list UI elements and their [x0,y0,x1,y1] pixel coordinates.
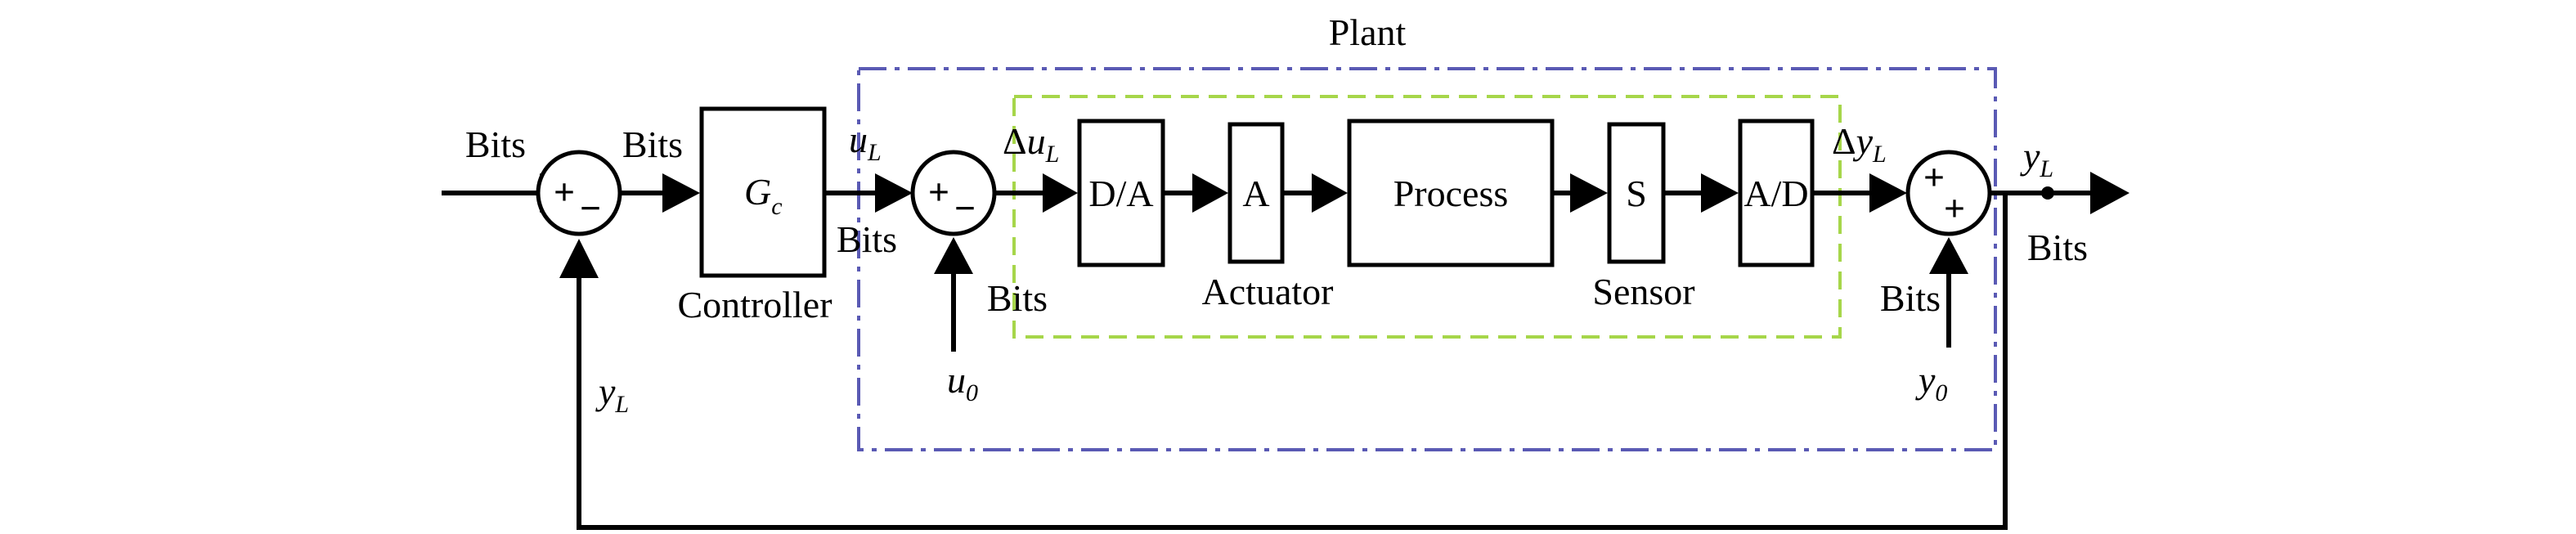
sum1-sign-plus: + [554,171,575,213]
actuator-caption: Actuator [1202,271,1334,312]
actuator-box-label: A [1242,173,1269,214]
arrowhead-to-sensor [1570,173,1608,213]
controller-symbol: Gc [744,171,783,220]
feedback-path [559,193,2008,530]
adc-label: A/D [1744,173,1808,214]
signal-yL-feedback: yL [595,370,629,418]
output-junction [2041,186,2054,200]
signal-u0: u0 [947,359,978,406]
sum2-sign-plus: + [928,171,949,213]
u0-arrowhead [934,237,973,274]
signal-uL: uL [849,119,882,166]
sum1-sign-minus: − [580,187,601,229]
arrowhead-to-controller [662,173,700,213]
bits-label-after-sum1: Bits [622,123,683,165]
forward-path [442,172,2129,214]
dac-block: D/A [1077,119,1165,267]
sum3-sign-left: + [1923,156,1945,198]
process-label: Process [1393,173,1509,214]
signal-delta-yL: ΔyL [1832,120,1887,168]
bits-label-input: Bits [465,123,526,165]
controller-caption: Controller [677,284,832,325]
inner-boundary [1012,95,1842,339]
summing-junction-1: + − [536,150,622,236]
bits-label-after-controller: Bits [837,218,897,260]
summing-junction-2: + − [910,150,997,236]
sensor-box-label: S [1626,173,1647,214]
feedback-wire [577,193,2008,530]
bits-label-output: Bits [2027,227,2088,268]
summing-junction-3: + + [1905,150,1992,236]
sum3-sign-bottom: + [1944,187,1965,229]
feedback-arrowhead [559,239,599,278]
signal-delta-uL: ΔuL [1003,120,1059,168]
bits-label-y0: Bits [1880,277,1941,319]
sensor-block: S [1607,122,1666,264]
arrowhead-to-adc [1701,173,1739,213]
process-block: Process [1347,119,1555,267]
arrowhead-to-sum2 [875,173,913,213]
arrowhead-to-sum3 [1869,173,1907,213]
sensor-caption: Sensor [1592,271,1694,312]
sum2-sign-minus: − [954,187,976,229]
signal-y0: y0 [1915,359,1947,406]
output-arrowhead [2090,172,2129,214]
dac-label: D/A [1088,173,1153,214]
adc-block: A/D [1738,119,1815,267]
bits-label-u0: Bits [987,277,1048,319]
arrowhead-to-actuator [1192,173,1228,213]
plant-title: Plant [1329,11,1407,53]
signal-yL-output: yL [2020,135,2053,182]
actuator-block: A [1227,122,1285,264]
arrowhead-to-process [1312,173,1348,213]
plant-boundary [857,67,1997,451]
arrowhead-to-dac [1043,173,1078,213]
y0-arrowhead [1929,237,1968,274]
controller-block: Gc [699,106,827,278]
